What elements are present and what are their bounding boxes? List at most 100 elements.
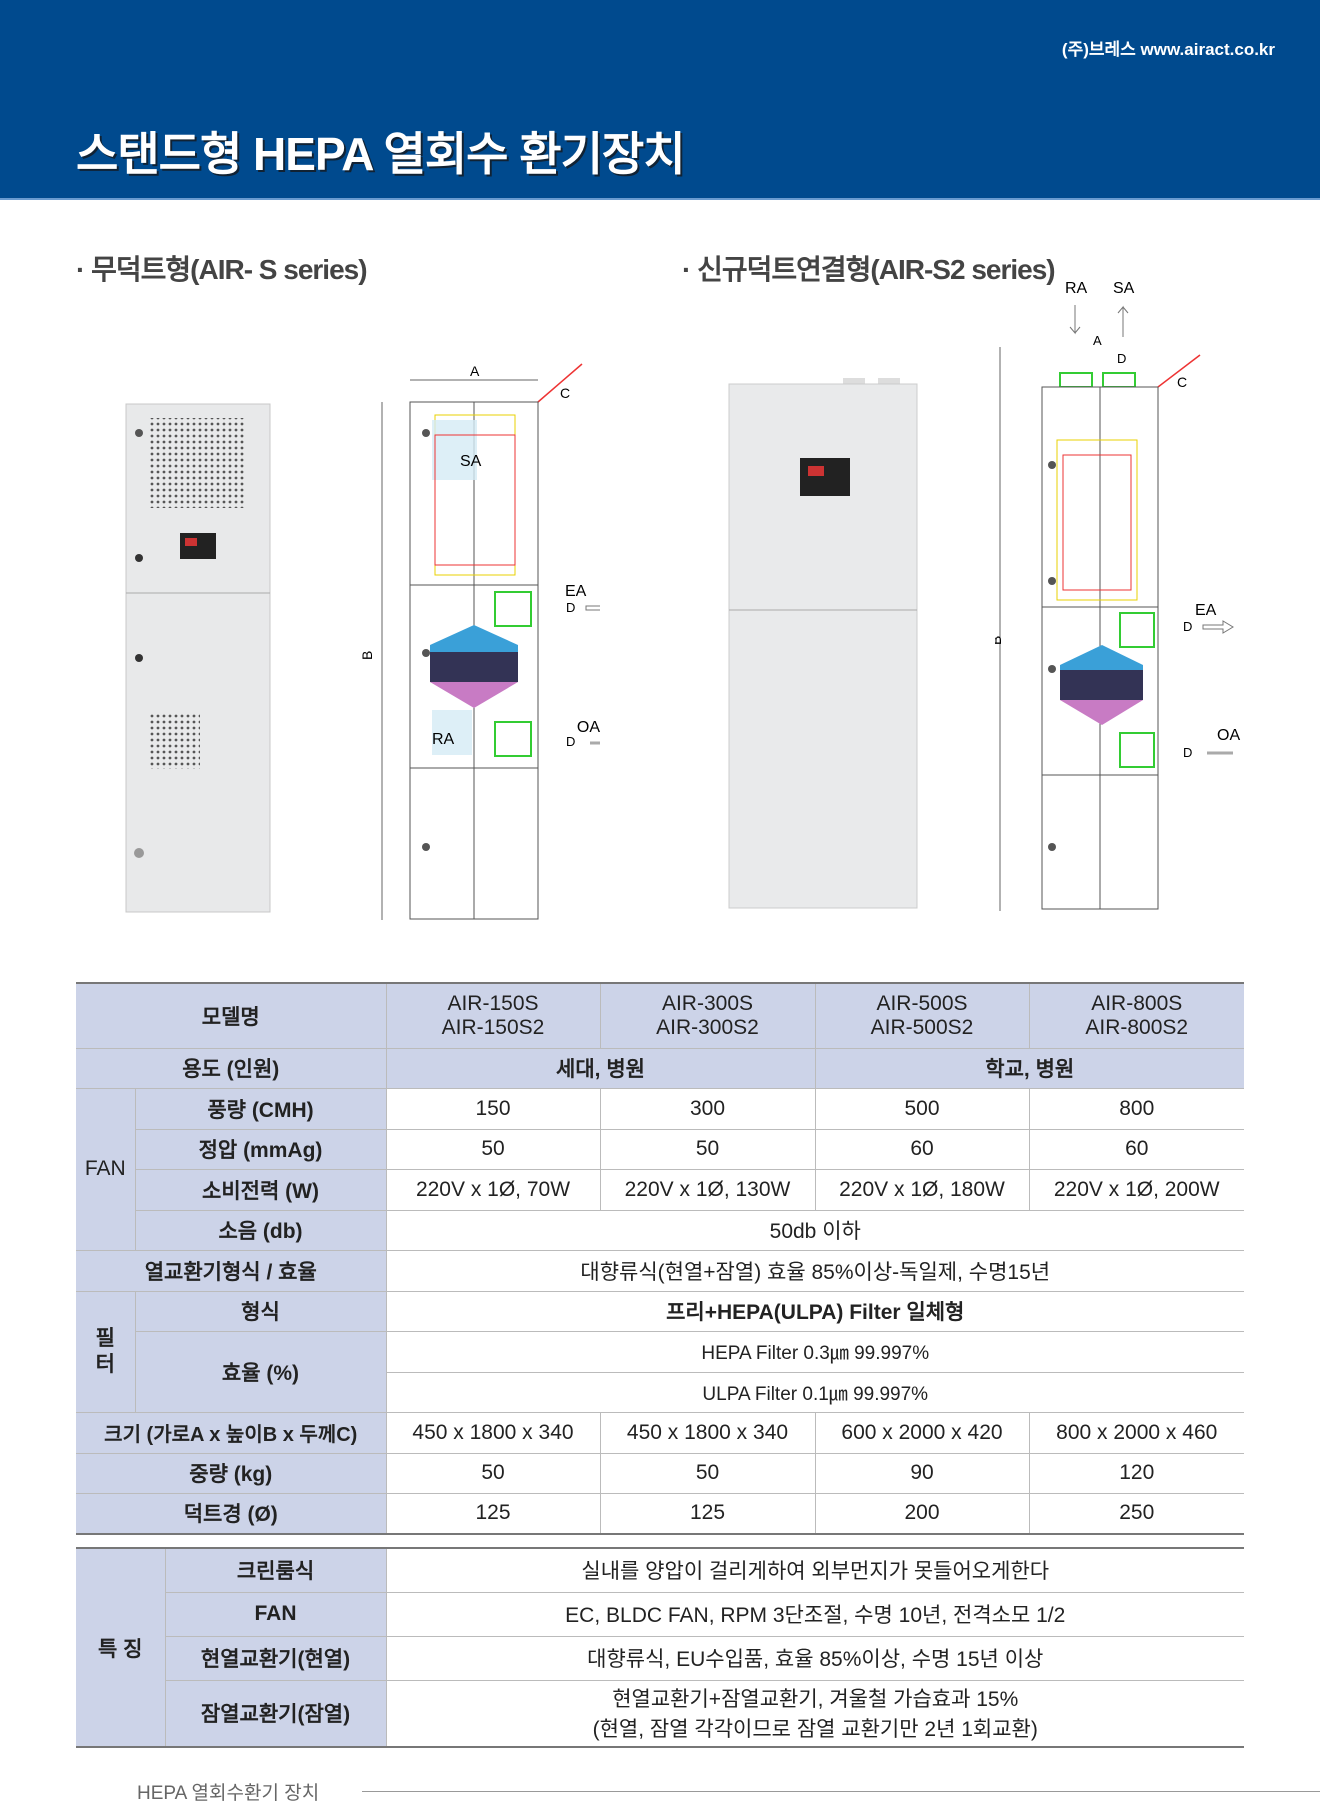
table-row: 용도 (인원) 세대, 병원 학교, 병원 (76, 1048, 1244, 1089)
weight-cell: 120 (1029, 1453, 1244, 1494)
airflow-cell: 300 (600, 1088, 816, 1130)
size-cell: 450 x 1800 x 340 (386, 1412, 601, 1454)
feature-value: 대향류식, EU수입품, 효율 85%이상, 수명 15년 이상 (386, 1636, 1244, 1681)
table-row: 특 징 크린룸식 실내를 양압이 걸리게하여 외부먼지가 못들어오게한다 (76, 1548, 1244, 1748)
power-cell: 220V x 1Ø, 70W (386, 1169, 601, 1211)
weight-cell: 50 (386, 1453, 601, 1494)
model-label: 모델명 (76, 983, 387, 1049)
table-row: 중량 (kg) 50 50 90 120 (76, 1453, 1244, 1494)
label-ea: EA (1195, 602, 1217, 619)
weight-cell: 90 (815, 1453, 1030, 1494)
usage-cell: 학교, 병원 (815, 1048, 1244, 1089)
table-row: 소비전력 (W) 220V x 1Ø, 70W 220V x 1Ø, 130W … (76, 1169, 1244, 1211)
label-b: B (360, 651, 375, 660)
airflow-cell: 800 (1029, 1088, 1244, 1130)
label-d: D (1183, 745, 1192, 760)
label-sa: SA (1113, 280, 1135, 297)
feature-value: 실내를 양압이 걸리게하여 외부먼지가 못들어오게한다 (386, 1548, 1244, 1593)
header-banner: (주)브레스 www.airact.co.kr 스탠드형 HEPA 열회수 환기… (0, 0, 1320, 200)
size-cell: 450 x 1800 x 340 (600, 1412, 816, 1454)
power-cell: 220V x 1Ø, 180W (815, 1169, 1030, 1211)
table-row: 효율 (%) HEPA Filter 0.3㎛ 99.997% (76, 1331, 1244, 1413)
label-sa: SA (460, 453, 482, 470)
filter-group-label: 필 터 (76, 1291, 136, 1413)
table-row: 정압 (mmAg) 50 50 60 60 (76, 1129, 1244, 1170)
feature-group-label: 특 징 (76, 1548, 166, 1748)
airflow-label: 풍량 (CMH) (135, 1088, 387, 1130)
label-oa: OA (577, 719, 600, 736)
brand-text: (주)브레스 www.airact.co.kr (1061, 40, 1275, 59)
pressure-cell: 60 (1029, 1129, 1244, 1170)
feature-value: 현열교환기+잠열교환기, 겨울철 가습효과 15%(현열, 잠열 각각이므로 잠… (386, 1680, 1244, 1748)
fan-group-label: FAN (76, 1088, 136, 1251)
power-cell: 220V x 1Ø, 130W (600, 1169, 816, 1211)
usage-cell: 세대, 병원 (386, 1048, 816, 1089)
label-d: D (566, 600, 575, 615)
power-cell: 220V x 1Ø, 200W (1029, 1169, 1244, 1211)
feature-value: EC, BLDC FAN, RPM 3단조절, 수명 10년, 전격소모 1/2 (386, 1592, 1244, 1637)
hx-cell: 대향류식(현열+잠열) 효율 85%이상-독일제, 수명15년 (386, 1250, 1244, 1292)
filter-type-cell: 프리+HEPA(ULPA) Filter 일체형 (386, 1291, 1244, 1332)
duct-cell: 125 (386, 1493, 601, 1535)
table-row: 열교환기형식 / 효율 대향류식(현열+잠열) 효율 85%이상-독일제, 수명… (76, 1250, 1244, 1292)
airflow-cell: 150 (386, 1088, 601, 1130)
label-b: B (995, 636, 1004, 645)
footer-divider (362, 1791, 1320, 1792)
feature-label: FAN (165, 1592, 387, 1637)
feature-label: 크린룸식 (165, 1548, 387, 1593)
pressure-cell: 50 (386, 1129, 601, 1170)
duct-cell: 250 (1029, 1493, 1244, 1535)
label-ra: RA (1065, 280, 1088, 297)
pressure-label: 정압 (mmAg) (135, 1129, 387, 1170)
label-c: C (560, 385, 570, 401)
feature-table: 특 징 크린룸식 실내를 양압이 걸리게하여 외부먼지가 못들어오게한다 FAN… (76, 1547, 1244, 1748)
duct-label: 덕트경 (Ø) (76, 1493, 387, 1535)
dimension-diagram-s: A B C SA RA EA OA D D (360, 363, 600, 920)
label-d: D (1183, 619, 1192, 634)
noise-cell: 50db 이하 (386, 1210, 1244, 1251)
table-row: 필 터 형식 프리+HEPA(ULPA) Filter 일체형 (76, 1291, 1244, 1413)
label-ea: EA (565, 583, 587, 600)
filter-eff-cell: HEPA Filter 0.3㎛ 99.997% (386, 1331, 1244, 1373)
table-row: FAN EC, BLDC FAN, RPM 3단조절, 수명 10년, 전격소모… (76, 1592, 1244, 1637)
label-ra: RA (432, 731, 455, 748)
hx-label: 열교환기형식 / 효율 (76, 1250, 387, 1292)
label-d: D (1117, 351, 1126, 366)
label-a: A (470, 363, 480, 379)
size-label: 크기 (가로A x 높이B x 두께C) (76, 1412, 387, 1454)
section-title-s2: · 신규덕트연결형(AIR-S2 series) (682, 254, 1056, 285)
table-row: 소음 (db) 50db 이하 (76, 1210, 1244, 1251)
table-row: 크기 (가로A x 높이B x 두께C) 450 x 1800 x 340 45… (76, 1412, 1244, 1454)
feature-label: 현열교환기(현열) (165, 1636, 387, 1681)
feature-label: 잠열교환기(잠열) (165, 1680, 387, 1748)
table-row: 덕트경 (Ø) 125 125 200 250 (76, 1493, 1244, 1535)
label-d: D (566, 734, 575, 749)
filter-type-label: 형식 (135, 1291, 387, 1332)
footer-text: HEPA 열회수환기 장치 (137, 1783, 320, 1804)
label-a: A (1093, 333, 1102, 348)
filter-eff-label: 효율 (%) (135, 1331, 387, 1413)
product-photo-s2 (728, 378, 918, 909)
table-row: 잠열교환기(잠열) 현열교환기+잠열교환기, 겨울철 가습효과 15%(현열, … (76, 1680, 1244, 1748)
section-title-s: · 무덕트형(AIR- S series) (76, 254, 368, 285)
noise-label: 소음 (db) (135, 1210, 387, 1251)
duct-cell: 200 (815, 1493, 1030, 1535)
table-row: FAN 풍량 (CMH) 150 300 500 800 (76, 1088, 1244, 1251)
label-c: C (1177, 374, 1187, 390)
power-label: 소비전력 (W) (135, 1169, 387, 1211)
weight-cell: 50 (600, 1453, 816, 1494)
usage-label: 용도 (인원) (76, 1048, 387, 1089)
pressure-cell: 60 (815, 1129, 1030, 1170)
duct-cell: 125 (600, 1493, 816, 1535)
weight-label: 중량 (kg) (76, 1453, 387, 1494)
label-oa: OA (1217, 727, 1240, 744)
pressure-cell: 50 (600, 1129, 816, 1170)
size-cell: 800 x 2000 x 460 (1029, 1412, 1244, 1454)
dimension-diagram-s2: RA SA A D B C EA OA D D (995, 280, 1240, 911)
